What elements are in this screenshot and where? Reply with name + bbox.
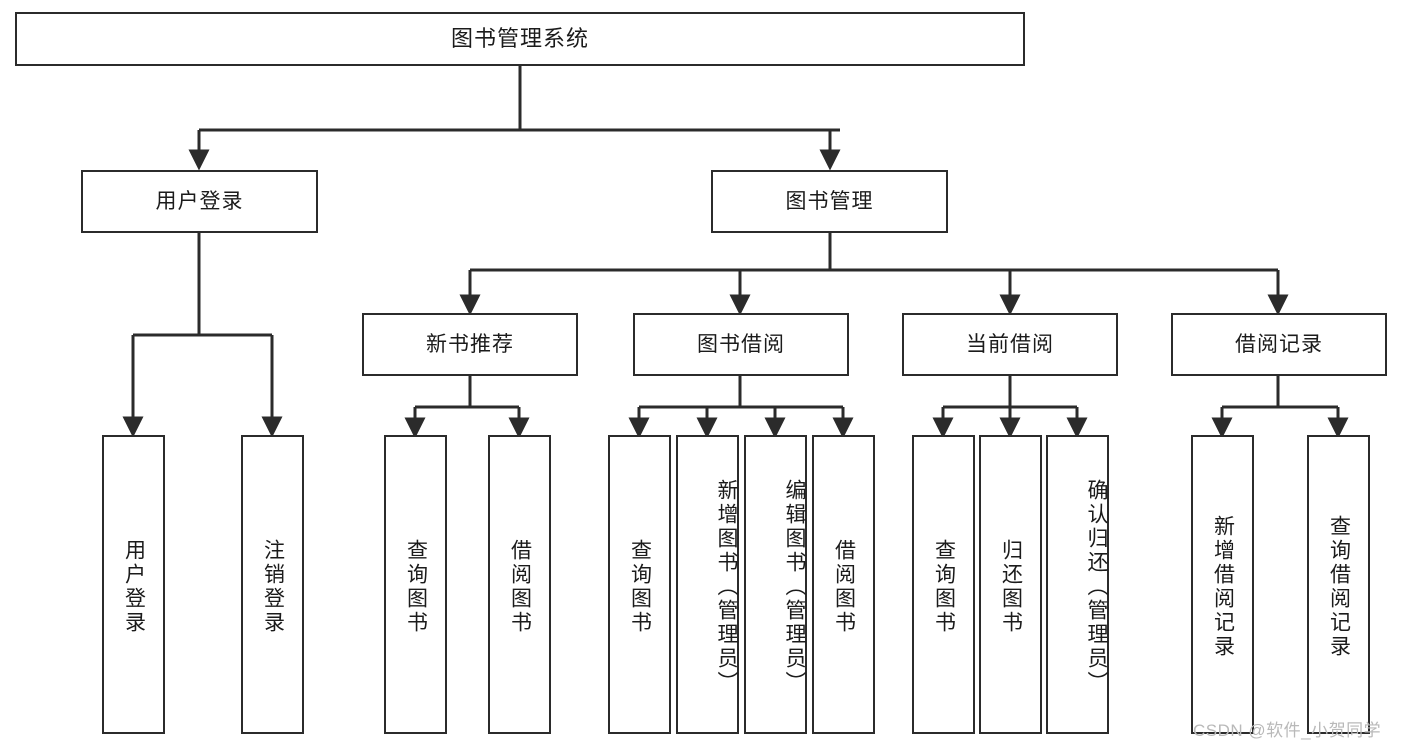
node-label: 借阅图书 [832, 538, 856, 635]
node-label: 新增图书（管理员） [715, 478, 738, 695]
leaf-borrow-query-book[interactable]: 查询图书 [608, 435, 671, 734]
node-book-management[interactable]: 图书管理 [711, 170, 948, 233]
node-label: 当前借阅 [966, 332, 1054, 356]
leaf-current-return-book[interactable]: 归还图书 [979, 435, 1042, 734]
node-label: 确认归还（管理员） [1085, 478, 1108, 695]
node-label: 编辑图书（管理员） [783, 478, 806, 695]
node-book-borrow[interactable]: 图书借阅 [633, 313, 849, 376]
leaf-user-login-login[interactable]: 用户登录 [102, 435, 165, 734]
node-label: 查询图书 [932, 538, 956, 635]
node-root-system[interactable]: 图书管理系统 [15, 12, 1025, 66]
leaf-record-add-record[interactable]: 新增借阅记录 [1191, 435, 1254, 734]
node-current-borrow[interactable]: 当前借阅 [902, 313, 1118, 376]
node-label: 图书管理 [785, 189, 874, 213]
node-label: 查询借阅记录 [1327, 514, 1351, 659]
leaf-recommend-query-book[interactable]: 查询图书 [384, 435, 447, 734]
node-label: 查询图书 [404, 538, 428, 635]
node-label: 借阅图书 [508, 538, 532, 635]
leaf-record-query-record[interactable]: 查询借阅记录 [1307, 435, 1370, 734]
leaf-borrow-edit-book-admin[interactable]: 编辑图书（管理员） [744, 435, 807, 734]
node-label: 新增借阅记录 [1211, 514, 1235, 659]
node-label: 查询图书 [628, 538, 652, 635]
node-borrow-record[interactable]: 借阅记录 [1171, 313, 1387, 376]
node-label: 用户登录 [122, 538, 146, 635]
node-label: 注销登录 [261, 538, 285, 635]
leaf-borrow-borrow-book[interactable]: 借阅图书 [812, 435, 875, 734]
node-label: 图书管理系统 [450, 25, 589, 51]
csdn-watermark: CSDN @软件_小贺同学 [1193, 721, 1382, 740]
node-new-book-recommend[interactable]: 新书推荐 [362, 313, 578, 376]
leaf-user-login-logout[interactable]: 注销登录 [241, 435, 304, 734]
leaf-borrow-add-book-admin[interactable]: 新增图书（管理员） [676, 435, 739, 734]
leaf-current-query-book[interactable]: 查询图书 [912, 435, 975, 734]
node-label: 图书借阅 [697, 332, 785, 356]
node-label: 归还图书 [999, 538, 1023, 635]
leaf-current-confirm-return-admin[interactable]: 确认归还（管理员） [1046, 435, 1109, 734]
node-label: 借阅记录 [1235, 332, 1323, 356]
node-user-login[interactable]: 用户登录 [81, 170, 318, 233]
node-label: 用户登录 [155, 189, 244, 213]
node-label: 新书推荐 [426, 332, 514, 356]
leaf-recommend-borrow-book[interactable]: 借阅图书 [488, 435, 551, 734]
